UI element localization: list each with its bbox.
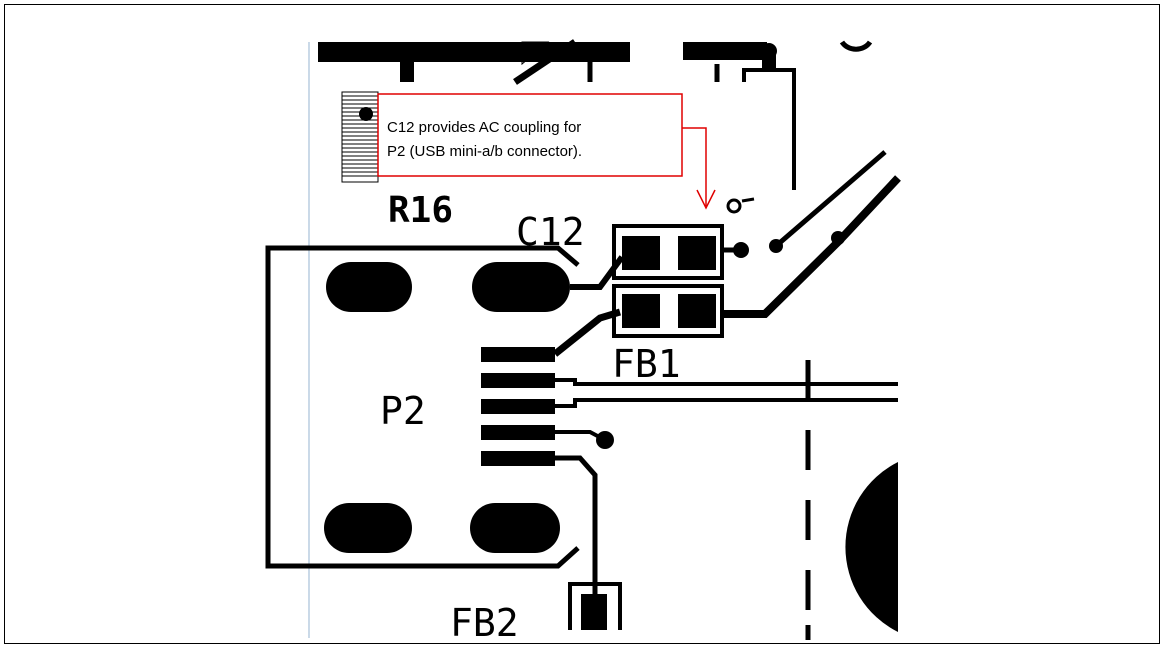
usb-pin-5	[481, 451, 555, 466]
hatch-top	[522, 45, 544, 59]
callout-box	[377, 93, 683, 177]
shield-pad-tl	[326, 262, 412, 312]
usb-connector-p2	[265, 245, 580, 569]
top-copper-bar-right	[683, 42, 767, 60]
trace-pin3	[555, 398, 898, 408]
shield-pad-br	[470, 503, 560, 553]
callout-arrow-line	[682, 127, 707, 206]
label-p2: P2	[380, 389, 426, 433]
usb-pin-1	[481, 347, 555, 362]
traces	[552, 150, 901, 600]
fb2-outline	[568, 582, 622, 630]
usb-pin-2	[481, 373, 555, 388]
fb1-outline	[612, 284, 724, 338]
arc-top-right	[839, 40, 873, 52]
top-partial-components	[318, 39, 873, 190]
usb-pin-4	[481, 425, 555, 440]
pin1-marker	[359, 107, 373, 121]
label-fb2: FB2	[450, 601, 519, 645]
polarity-mark	[726, 198, 742, 214]
fb1-pad-left	[622, 294, 660, 328]
top-copper-bar	[318, 42, 630, 62]
hatched-pad-left	[341, 91, 379, 183]
trace-pin2	[555, 378, 898, 386]
callout-line-1: C12 provides AC coupling for	[387, 119, 581, 136]
trace-diag-right	[774, 150, 887, 248]
connector-outline	[265, 245, 580, 569]
label-c12: C12	[516, 210, 585, 254]
fb1-pad-right	[678, 294, 716, 328]
fb2-pad	[581, 594, 607, 630]
c12-pad-left	[622, 236, 660, 270]
hatched-pad-outline	[341, 91, 379, 183]
polarity-tick	[741, 197, 755, 203]
via-top-stub	[762, 51, 776, 71]
shield-pad-bl	[324, 503, 412, 553]
label-fb1: FB1	[612, 342, 681, 386]
trace-top-diag	[513, 39, 577, 85]
top-copper-tab	[400, 60, 414, 82]
trace-fb1-to-right	[720, 175, 901, 318]
c12-outline	[612, 224, 724, 280]
trace-top-right	[742, 68, 796, 190]
trace-pin1-to-fb1	[552, 308, 622, 357]
callout-arrow-head	[696, 189, 716, 210]
usb-pin-3	[481, 399, 555, 414]
callout: C12 provides AC coupling for P2 (USB min…	[377, 93, 716, 210]
trace-pin5-to-fb2	[555, 455, 598, 600]
hatched-pad-top	[521, 41, 550, 66]
callout-line-2: P2 (USB mini-a/b connector).	[387, 143, 582, 160]
ferrite-fb1	[612, 284, 724, 338]
capacitor-c12	[612, 197, 755, 280]
label-r16: R16	[388, 190, 453, 231]
ferrite-fb2	[568, 582, 622, 630]
shield-pad-tr	[472, 262, 570, 312]
mounting-hole	[845, 462, 898, 632]
vias	[596, 231, 845, 449]
c12-pad-right	[678, 236, 716, 270]
image-frame	[4, 4, 1160, 644]
